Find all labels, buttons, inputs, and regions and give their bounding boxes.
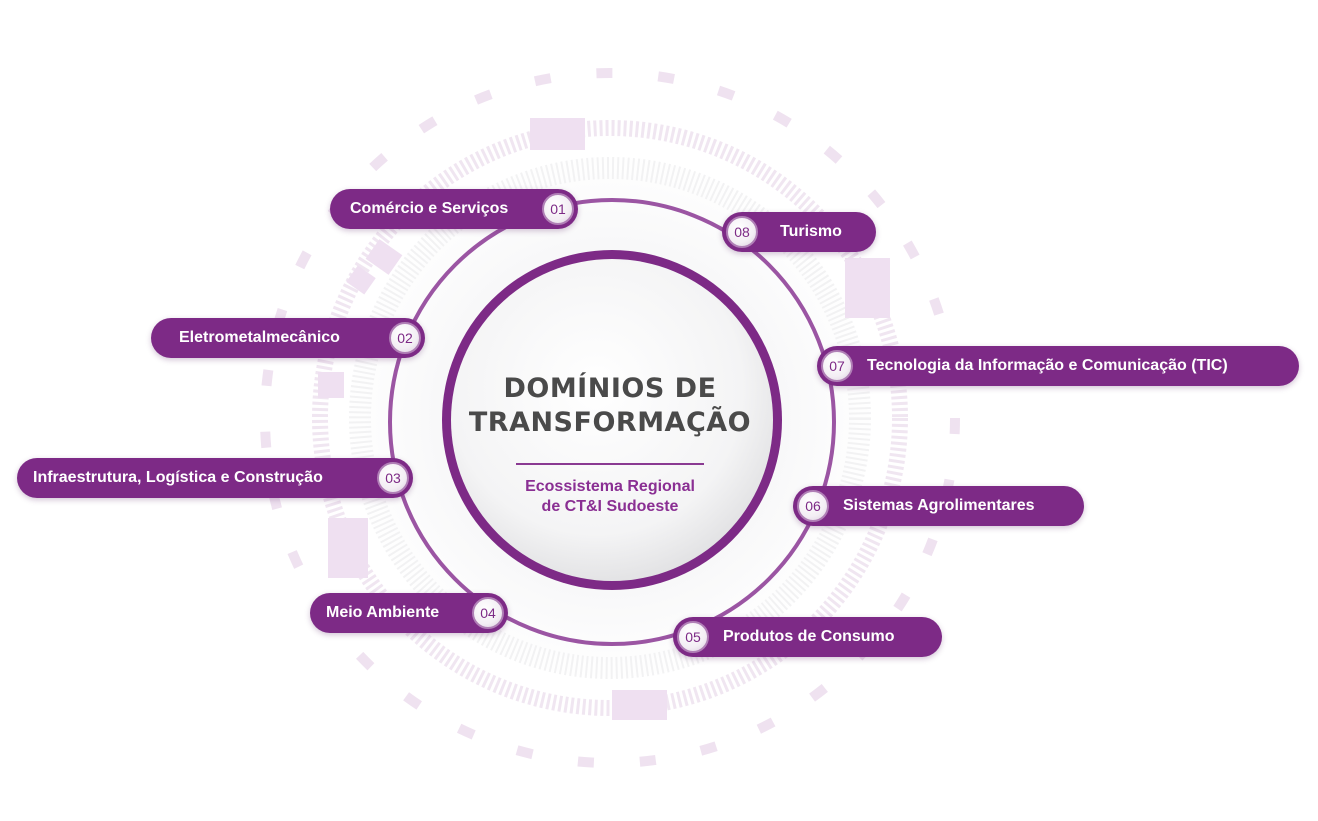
page-title: DOMÍNIOS DE TRANSFORMAÇÃO	[452, 372, 768, 440]
domain-label: Tecnologia da Informação e Comunicação (…	[867, 357, 1228, 374]
domain-pill-02[interactable]: Eletrometalmecânico 02	[151, 318, 425, 358]
title-line-2: TRANSFORMAÇÃO	[468, 407, 752, 438]
domain-label: Turismo	[780, 223, 842, 240]
center-disk	[451, 259, 773, 581]
domain-pill-01[interactable]: Comércio e Serviços 01	[330, 189, 578, 229]
domain-pill-07[interactable]: 07 Tecnologia da Informação e Comunicaçã…	[817, 346, 1299, 386]
subtitle-line-1: Ecossistema Regional	[525, 478, 695, 495]
orbit-ring	[388, 198, 836, 646]
decor-ring-outer	[260, 68, 960, 768]
domain-number-badge: 03	[377, 462, 409, 494]
domain-label: Meio Ambiente	[326, 604, 440, 621]
decor-ring-inner	[349, 157, 871, 679]
domain-pill-03[interactable]: Infraestrutura, Logística e Construção 0…	[17, 458, 413, 498]
decor-blocks	[318, 118, 890, 720]
decor-ring-mid	[312, 120, 908, 716]
domain-label: Infraestrutura, Logística e Construção	[33, 469, 323, 486]
domain-number-badge: 01	[542, 193, 574, 225]
domain-number-badge: 02	[389, 322, 421, 354]
domain-number-badge: 06	[797, 490, 829, 522]
domain-label: Sistemas Agrolimentares	[843, 497, 1035, 514]
domain-label: Eletrometalmecânico	[179, 329, 340, 346]
domain-label: Produtos de Consumo	[723, 628, 895, 645]
domain-number-badge: 04	[472, 597, 504, 629]
title-line-1: DOMÍNIOS DE	[503, 373, 717, 404]
domain-pill-05[interactable]: 05 Produtos de Consumo	[673, 617, 942, 657]
domain-label: Comércio e Serviços	[350, 200, 509, 217]
subtitle: Ecossistema Regional de CT&I Sudoeste	[470, 477, 750, 517]
domain-number-badge: 08	[726, 216, 758, 248]
title-divider	[516, 463, 704, 465]
domain-number-badge: 05	[677, 621, 709, 653]
subtitle-line-2: de CT&I Sudoeste	[541, 498, 679, 515]
domain-pill-04[interactable]: Meio Ambiente 04	[310, 593, 508, 633]
domain-pill-06[interactable]: 06 Sistemas Agrolimentares	[793, 486, 1084, 526]
domain-pill-08[interactable]: 08 Turismo	[722, 212, 876, 252]
domain-number-badge: 07	[821, 350, 853, 382]
